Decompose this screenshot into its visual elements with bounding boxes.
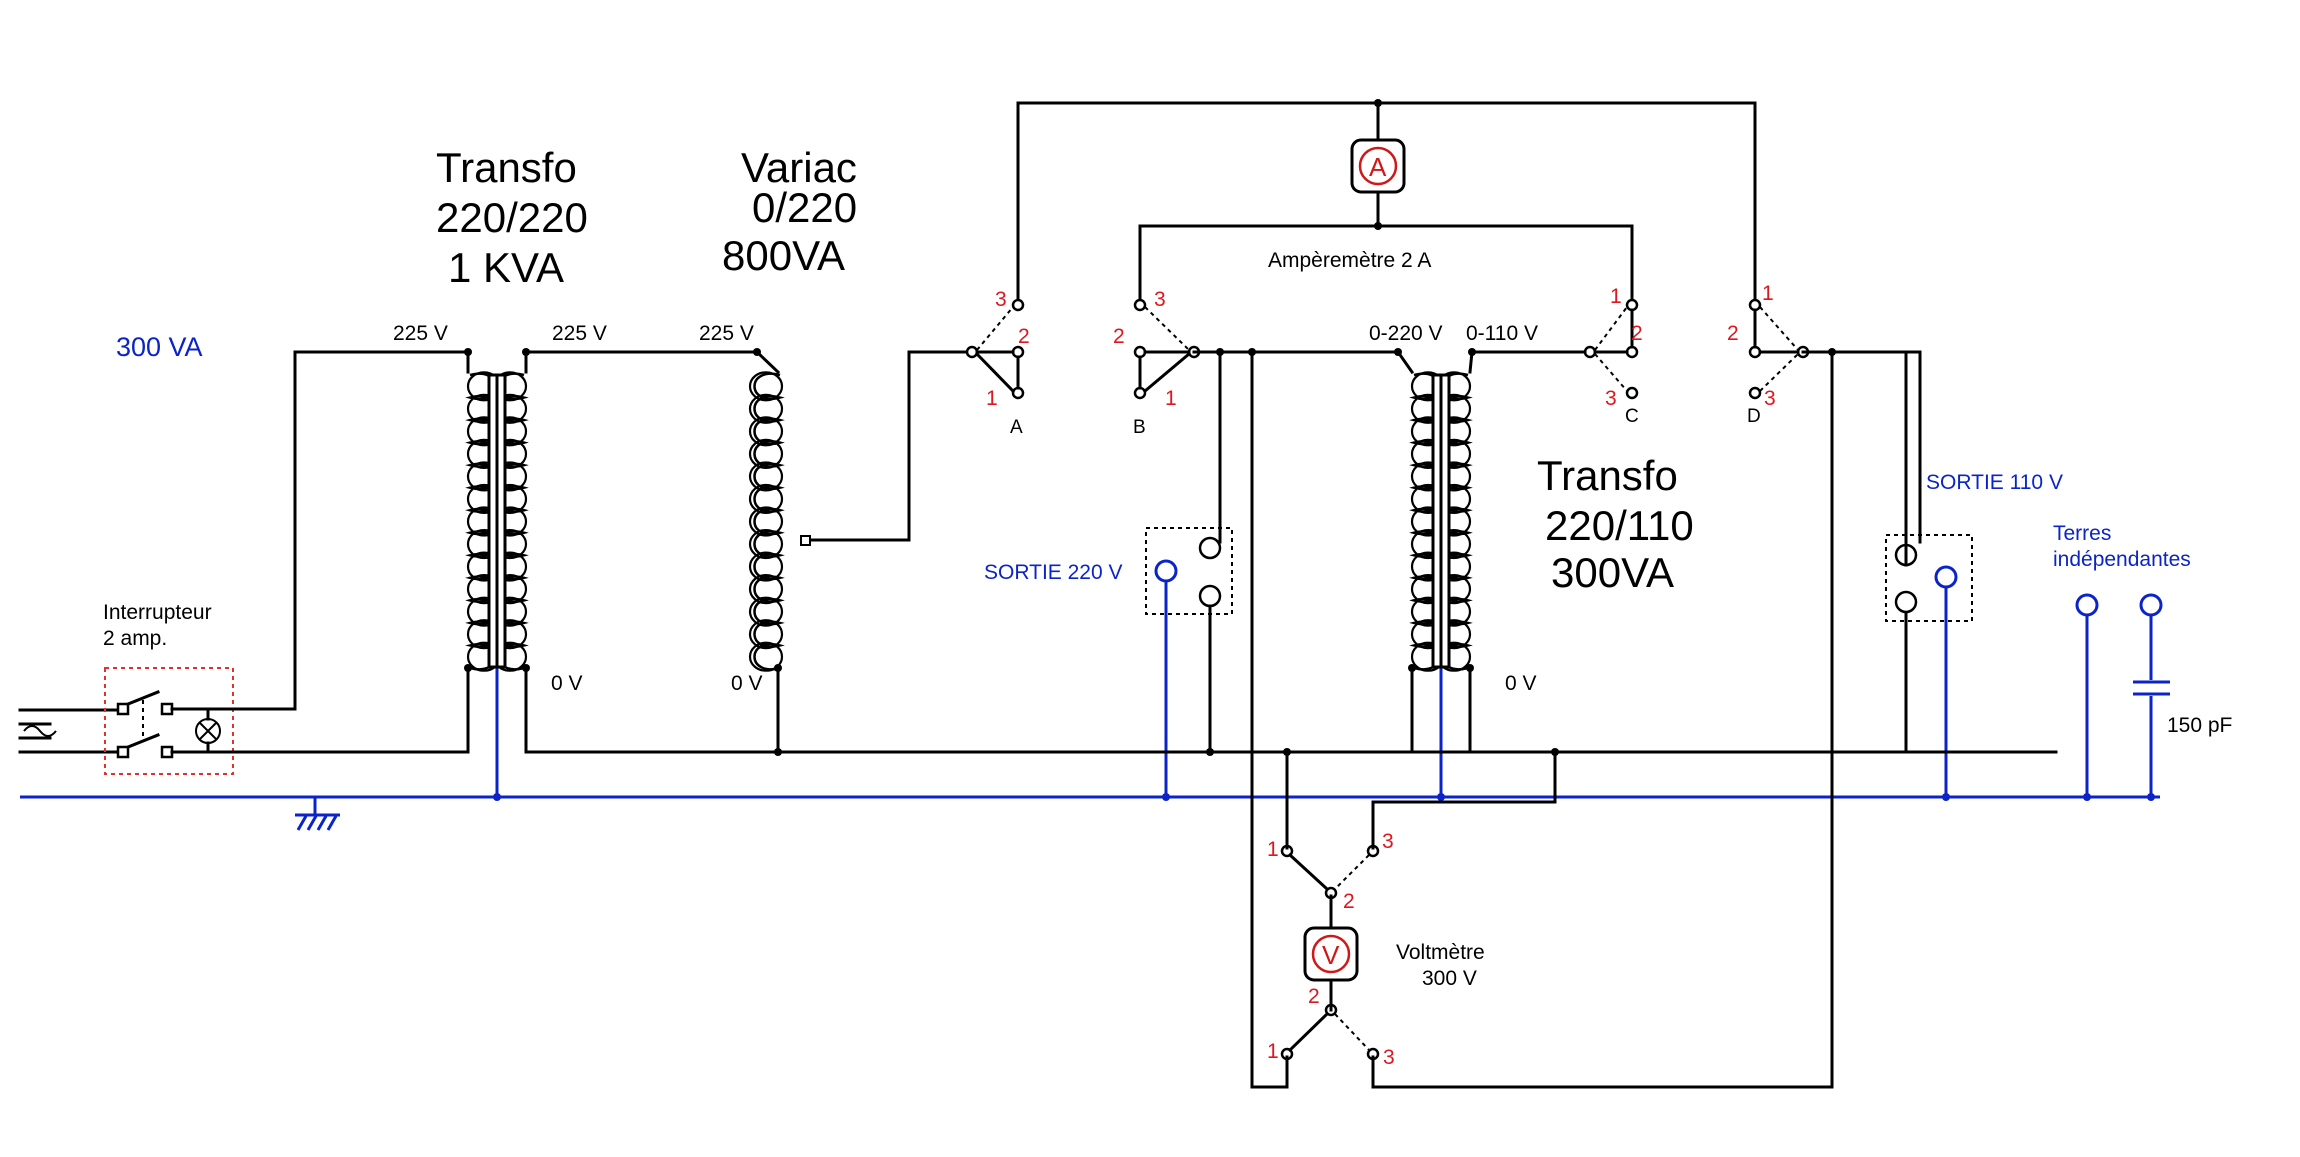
voltmeter-label-1: Voltmètre <box>1396 941 1485 964</box>
switch-label-1: Interrupteur <box>103 601 212 624</box>
switch-c-num-1: 1 <box>1610 285 1622 308</box>
vsel-bottom-num-2: 2 <box>1308 985 1320 1008</box>
mains-input <box>18 708 120 754</box>
switch-a-letter: A <box>1010 417 1023 438</box>
ground-terminal-1 <box>2075 593 2099 617</box>
switch-a-pole-3 <box>1011 298 1025 312</box>
switch-d-num-2: 2 <box>1727 322 1739 345</box>
switch-c-pole-3 <box>1625 386 1639 400</box>
main-switch[interactable] <box>104 667 234 775</box>
power-300va-label: 300 VA <box>116 332 203 362</box>
vsel-top-num-3: 3 <box>1382 830 1394 853</box>
variac-input-voltage: 225 V <box>699 322 754 345</box>
switch-c-num-3: 3 <box>1605 387 1617 410</box>
voltmeter: V <box>1303 926 1359 982</box>
ammeter-symbol: A <box>1369 152 1387 182</box>
capacitor-label: 150 pF <box>2167 714 2232 737</box>
switch-b-num-3: 3 <box>1154 288 1166 311</box>
vsel-bottom-num-3: 3 <box>1383 1046 1395 1069</box>
ammeter-label: Ampèremètre 2 A <box>1268 249 1431 272</box>
voltmeter-label-2: 300 V <box>1422 967 1477 990</box>
switch-b-letter: B <box>1133 417 1146 438</box>
variac-coil <box>748 371 785 672</box>
ammeter: A <box>1350 138 1406 194</box>
switch-c-num-2: 2 <box>1631 322 1643 345</box>
t1-output-voltage: 225 V <box>552 322 607 345</box>
variac-name: Variac <box>741 144 857 191</box>
variac-ratio: 0/220 <box>752 184 857 231</box>
output-110v-label: SORTIE 110 V <box>1926 471 2063 494</box>
t1-zero-voltage: 0 V <box>551 672 583 695</box>
switch-d-num-1: 1 <box>1762 282 1774 305</box>
ground-terminal-2 <box>2139 593 2163 617</box>
switch-b-num-2: 2 <box>1113 325 1125 348</box>
vsel-bottom-num-1: 1 <box>1267 1040 1279 1063</box>
t2-secondary-voltage: 0-110 V <box>1466 322 1538 345</box>
output-110v <box>1885 534 1973 622</box>
grounds-label-2: indépendantes <box>2053 548 2191 571</box>
switch-a-num-2: 2 <box>1018 325 1030 348</box>
vsel-top-num-1: 1 <box>1267 838 1279 861</box>
switch-label-2: 2 amp. <box>103 627 167 650</box>
switch-c-letter: C <box>1625 406 1639 427</box>
t1-input-voltage: 225 V <box>393 322 448 345</box>
variac <box>748 371 785 672</box>
ground-network <box>20 580 2170 831</box>
switch-d-pole-3 <box>1748 386 1762 400</box>
switch-a-num-3: 3 <box>995 288 1007 311</box>
output-220v-label: SORTIE 220 V <box>984 561 1123 584</box>
switch-d-num-3: 3 <box>1764 387 1776 410</box>
transformer-2 <box>1409 371 1473 672</box>
transformer-1 <box>465 371 529 672</box>
t1-rating: 1 KVA <box>448 244 564 291</box>
t1-ratio: 220/220 <box>436 194 588 241</box>
grounds-label-1: Terres <box>2053 522 2111 545</box>
t2-name: Transfo <box>1537 452 1678 499</box>
ac-source-icon <box>23 725 57 737</box>
earth-ground-icon <box>295 797 340 831</box>
t2-ratio: 220/110 <box>1545 502 1694 549</box>
t1-name: Transfo <box>436 144 577 191</box>
switch-b-pole-3 <box>1133 298 1147 312</box>
voltmeter-symbol: V <box>1322 940 1340 970</box>
variac-zero-voltage: 0 V <box>731 672 763 695</box>
output-220v <box>1145 527 1233 615</box>
vsel-top-num-2: 2 <box>1343 890 1355 913</box>
t2-primary-voltage: 0-220 V <box>1369 322 1443 345</box>
t2-rating: 300VA <box>1551 549 1674 596</box>
t2-zero-voltage: 0 V <box>1505 672 1537 695</box>
switch-d-letter: D <box>1747 406 1761 427</box>
switch-a-num-1: 1 <box>986 387 998 410</box>
switch-b-num-1: 1 <box>1165 387 1177 410</box>
variac-rating: 800VA <box>722 232 845 279</box>
